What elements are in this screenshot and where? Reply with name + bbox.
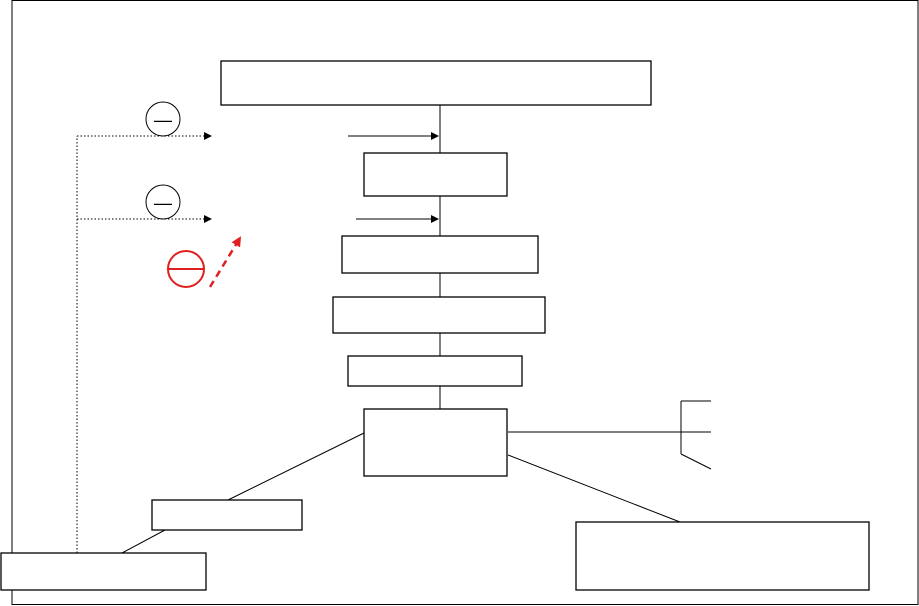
minus-sign: —	[154, 110, 172, 130]
bracket-bottom	[680, 453, 712, 470]
box-4	[332, 296, 546, 334]
minus-circle-icon: —	[145, 101, 181, 137]
branch-central-to-right	[507, 454, 681, 523]
minus-sign: —	[154, 193, 172, 213]
left-mid-box	[151, 499, 303, 531]
top-box	[220, 60, 652, 106]
inhibition-symbol-icon	[167, 250, 205, 288]
outer-frame	[11, 0, 919, 605]
central-box	[363, 408, 508, 477]
minus-circle-icon: —	[145, 184, 181, 220]
bottom-right-box	[575, 521, 870, 591]
dashed-arrow-icon	[208, 236, 242, 288]
bottom-left-box	[0, 552, 207, 591]
box-2	[363, 152, 508, 197]
arrow-icon	[204, 215, 212, 223]
box-5	[347, 355, 523, 387]
arrow-icon	[204, 132, 212, 140]
branch-central-to-left	[227, 432, 365, 501]
box-3	[341, 235, 539, 274]
branch-left-to-bottom	[121, 529, 166, 554]
